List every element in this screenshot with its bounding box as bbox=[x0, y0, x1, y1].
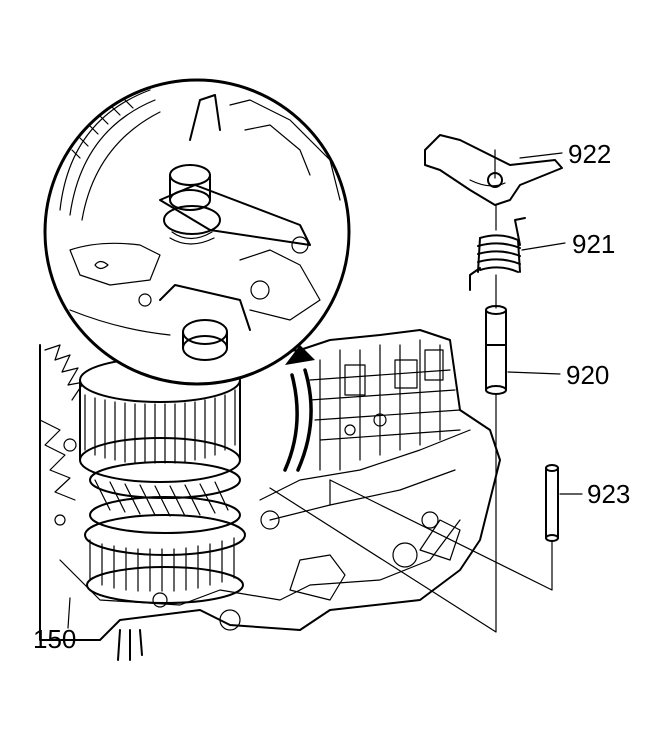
assembly-guide-lines bbox=[269, 394, 553, 633]
gear-stack bbox=[79, 357, 246, 604]
rotation-arrow bbox=[283, 345, 315, 472]
callout-923: 923 bbox=[587, 479, 630, 509]
callout-150: 150 bbox=[33, 624, 76, 654]
part-923-dowel bbox=[545, 464, 559, 542]
callout-920: 920 bbox=[566, 360, 609, 390]
part-922-detent-lever bbox=[424, 134, 563, 206]
callout-922: 922 bbox=[568, 139, 611, 169]
leader-lines bbox=[67, 152, 583, 629]
part-921-spring bbox=[469, 204, 526, 291]
magnified-detail bbox=[43, 78, 351, 386]
part-920-pin bbox=[485, 274, 507, 395]
callout-921: 921 bbox=[572, 229, 615, 259]
